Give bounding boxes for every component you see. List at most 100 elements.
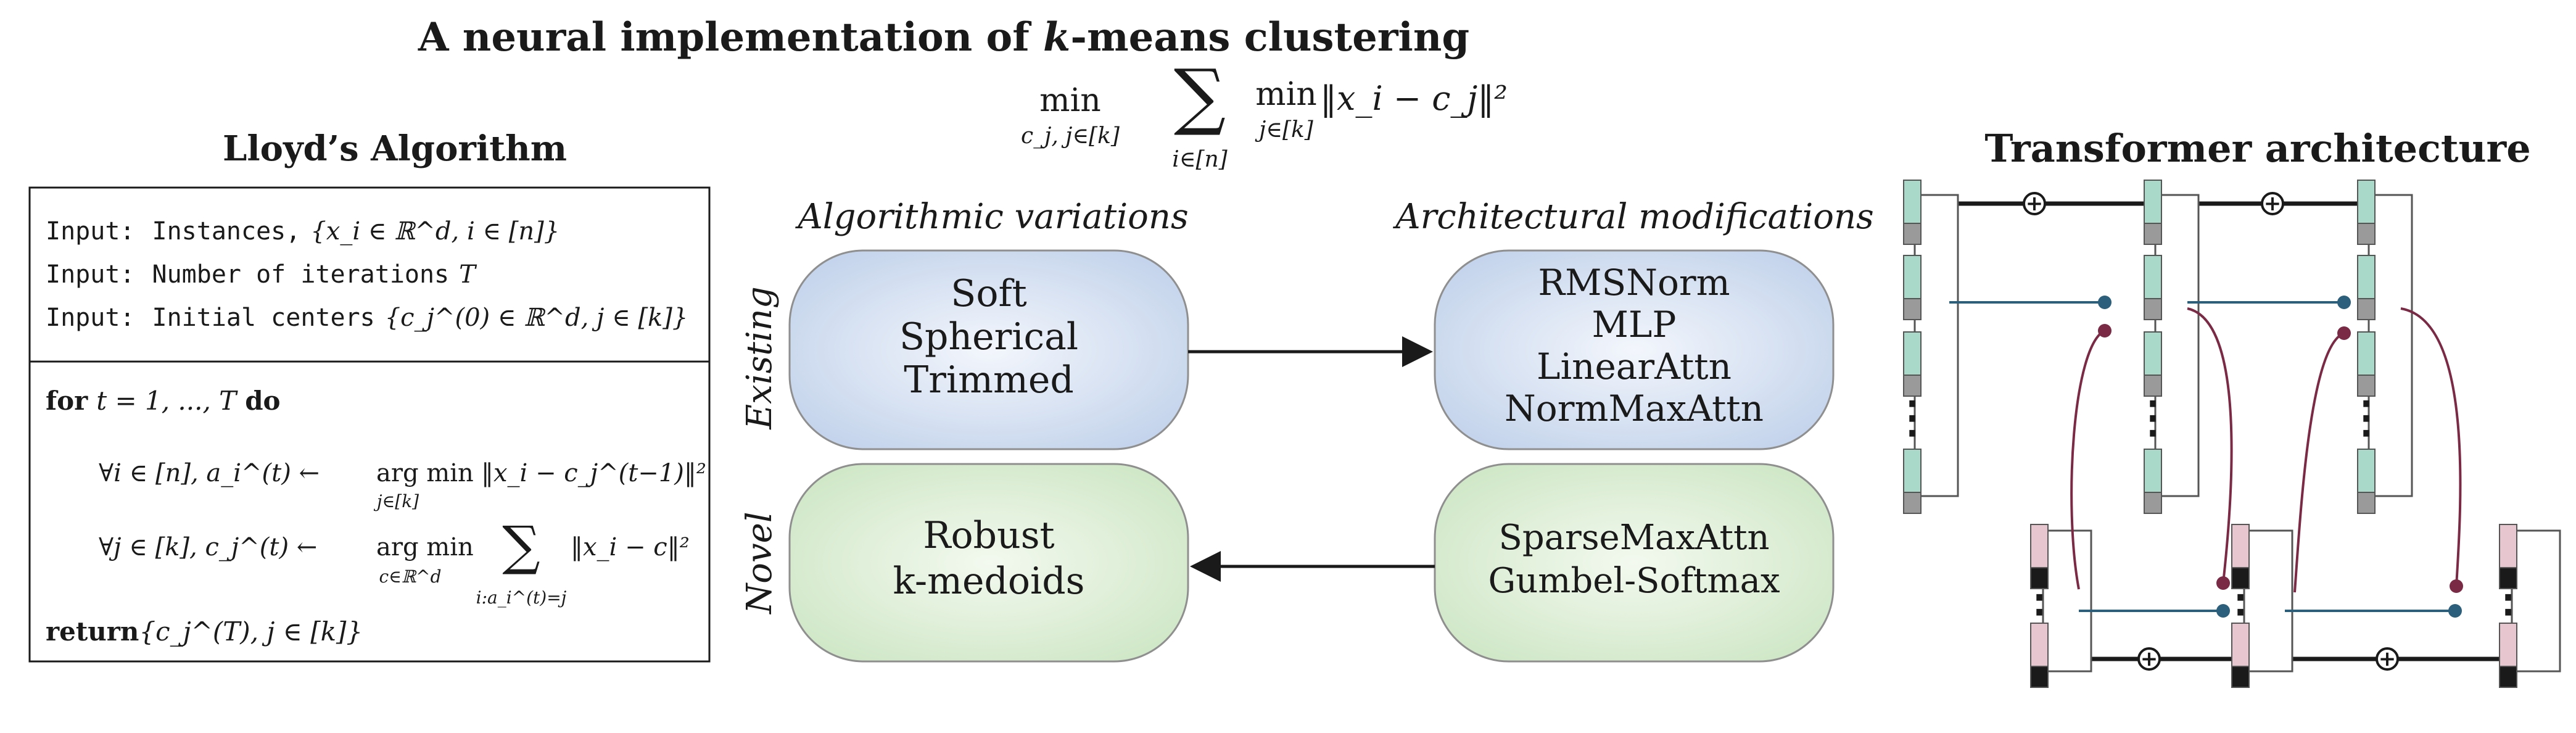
lloyd-inputs: Input:Instances,{x_i ∈ ℝ^d, i ∈ [n]} Inp… (46, 217, 688, 332)
existing-arch-linearattn: LinearAttn (1537, 346, 1732, 387)
token-bottom-t3-1 (2357, 223, 2376, 245)
objective-inner-min-subscript: j∈[k] (1255, 117, 1314, 143)
attention-node-top-1 (2098, 296, 2112, 309)
update-step-sum-subscript: i:a_i^(t)=j (476, 587, 567, 608)
input-line-1: Input:Instances,{x_i ∈ ℝ^d, i ∈ [n]} (46, 217, 559, 246)
heading-algorithmic-variations: Algorithmic variations (795, 197, 1188, 237)
novel-architectures-box (1434, 463, 1835, 663)
token-ellipsis-top-2: ⋮ (2131, 391, 2174, 442)
residual-add-symbol-4: + (2379, 647, 2396, 671)
token-ellipsis-bottom-3: ⋮ (2487, 570, 2530, 621)
kmeans-objective: min c_j, j∈[k] ∑ i∈[n] min j∈[k] ‖x_i − … (1021, 53, 1508, 172)
token-bottom-b1-1 (2030, 567, 2049, 589)
novel-algorithms-box (788, 463, 1189, 663)
objective-sum-subscript: i∈[n] (1172, 147, 1228, 172)
token-top-t3-4 (2357, 449, 2376, 493)
row-label-novel: Novel (740, 511, 780, 615)
token-bottom-t1-1 (1903, 223, 1922, 245)
token-bottom-t1-3 (1903, 375, 1922, 397)
update-step-argmin-subscript: c∈ℝ^d (379, 566, 441, 587)
token-top-t2-3 (2144, 331, 2162, 376)
existing-architectures-box (1434, 249, 1835, 450)
token-top-t1-2 (1903, 255, 1922, 299)
update-step-lhs: ∀j ∈ [k], c_j^(t) ← (99, 533, 317, 561)
token-top-t2-1 (2144, 180, 2162, 224)
token-top-b2-2 (2231, 623, 2250, 667)
existing-algorithm-spherical: Spherical (899, 315, 1078, 358)
attention-node-bottom-2 (2448, 604, 2462, 618)
lloyd-title: Lloyd’s Algorithm (223, 128, 567, 169)
token-top-t1-1 (1903, 180, 1922, 224)
assign-step-lhs: ∀i ∈ [n], a_i^(t) ← (99, 459, 320, 487)
attention-node-top-2 (2337, 296, 2351, 309)
residual-add-circle-2 (2261, 192, 2284, 215)
token-ellipsis-top-3: ⋮ (2345, 391, 2388, 442)
token-top-b2-1 (2231, 524, 2250, 568)
layer-frame-bottom-3 (2511, 529, 2561, 673)
attention-node-bottom-1 (2216, 604, 2230, 618)
token-top-b1-2 (2030, 623, 2049, 667)
transformer-title: Transformer architecture (1984, 126, 2530, 171)
residual-add-symbol-3: + (2140, 647, 2158, 671)
cross-node-3 (2337, 326, 2351, 340)
token-bottom-t1-2 (1903, 298, 1922, 320)
token-bottom-b3-1 (2499, 567, 2517, 589)
lloyd-frame (28, 186, 711, 663)
token-bottom-b3-2 (2499, 666, 2517, 688)
token-top-t3-1 (2357, 180, 2376, 224)
cross-curve-2 (2187, 307, 2233, 584)
heading-architectural-modifications: Architectural modifications (1392, 197, 1874, 237)
row-label-existing: Existing (740, 286, 780, 429)
existing-arch-mlp: MLP (1592, 304, 1677, 346)
token-ellipsis-top-1: ⋮ (1891, 391, 1934, 442)
assign-step-argmin-subscript: j∈[k] (373, 491, 419, 511)
token-bottom-t2-2 (2144, 298, 2162, 320)
transformer-diagram: ⋮⋮⋮++⋮⋮⋮++ (1891, 180, 2561, 688)
cross-curve-3 (2293, 332, 2345, 593)
input-line-3: Input:Initial centers{c_j^(0) ∈ ℝ^d, j ∈… (46, 304, 688, 332)
token-bottom-t2-3 (2144, 375, 2162, 397)
main-title: A neural implementation of k-means clust… (418, 14, 1469, 60)
residual-add-symbol-2: + (2264, 191, 2282, 216)
token-bottom-t1-4 (1903, 492, 1922, 514)
residual-add-circle-1 (2023, 192, 2046, 215)
objective-min-subscript: c_j, j∈[k] (1021, 123, 1120, 149)
token-bottom-b2-2 (2231, 666, 2250, 688)
existing-algorithm-trimmed: Trimmed (904, 358, 1074, 402)
objective-sum-symbol: ∑ (1174, 53, 1226, 138)
token-top-t3-3 (2357, 331, 2376, 376)
objective-norm: ‖x_i − c_j‖² (1320, 79, 1508, 118)
token-bottom-t2-1 (2144, 223, 2162, 245)
novel-arch-sparsemaxattn: SparseMaxAttn (1498, 518, 1769, 558)
token-bottom-t2-4 (2144, 492, 2162, 514)
residual-add-symbol-1: + (2026, 191, 2044, 216)
existing-arch-normmaxattn: NormMaxAttn (1505, 387, 1764, 429)
token-ellipsis-bottom-1: ⋮ (2018, 570, 2061, 621)
token-top-b1-1 (2030, 524, 2049, 568)
layer-frame-bottom-1 (2042, 529, 2092, 673)
cross-node-4 (2450, 579, 2463, 593)
variations-panel: Algorithmic variations Architectural mod… (740, 197, 1874, 663)
update-step-rhs: ‖x_i − c‖² (571, 533, 690, 561)
token-top-t1-4 (1903, 449, 1922, 493)
token-bottom-b2-1 (2231, 567, 2250, 589)
cross-curve-4 (2400, 307, 2462, 587)
existing-arch-rmsnorm: RMSNorm (1538, 262, 1730, 304)
objective-min: min (1039, 82, 1100, 119)
lloyd-algorithm-box: Input:Instances,{x_i ∈ ℝ^d, i ∈ [n]} Inp… (28, 186, 711, 663)
existing-algorithms-box (788, 249, 1189, 450)
layer-frame-top-2 (2154, 194, 2200, 497)
return-line: return{c_j^(T), j ∈ [k]} (46, 616, 363, 647)
cross-node-1 (2098, 324, 2112, 338)
cross-curve-1 (2070, 329, 2105, 590)
novel-arch-gumbel-softmax: Gumbel-Softmax (1488, 561, 1780, 601)
residual-add-circle-3 (2137, 647, 2161, 671)
token-top-t3-2 (2357, 255, 2376, 299)
token-top-b3-2 (2499, 623, 2517, 667)
cross-node-2 (2216, 576, 2230, 590)
